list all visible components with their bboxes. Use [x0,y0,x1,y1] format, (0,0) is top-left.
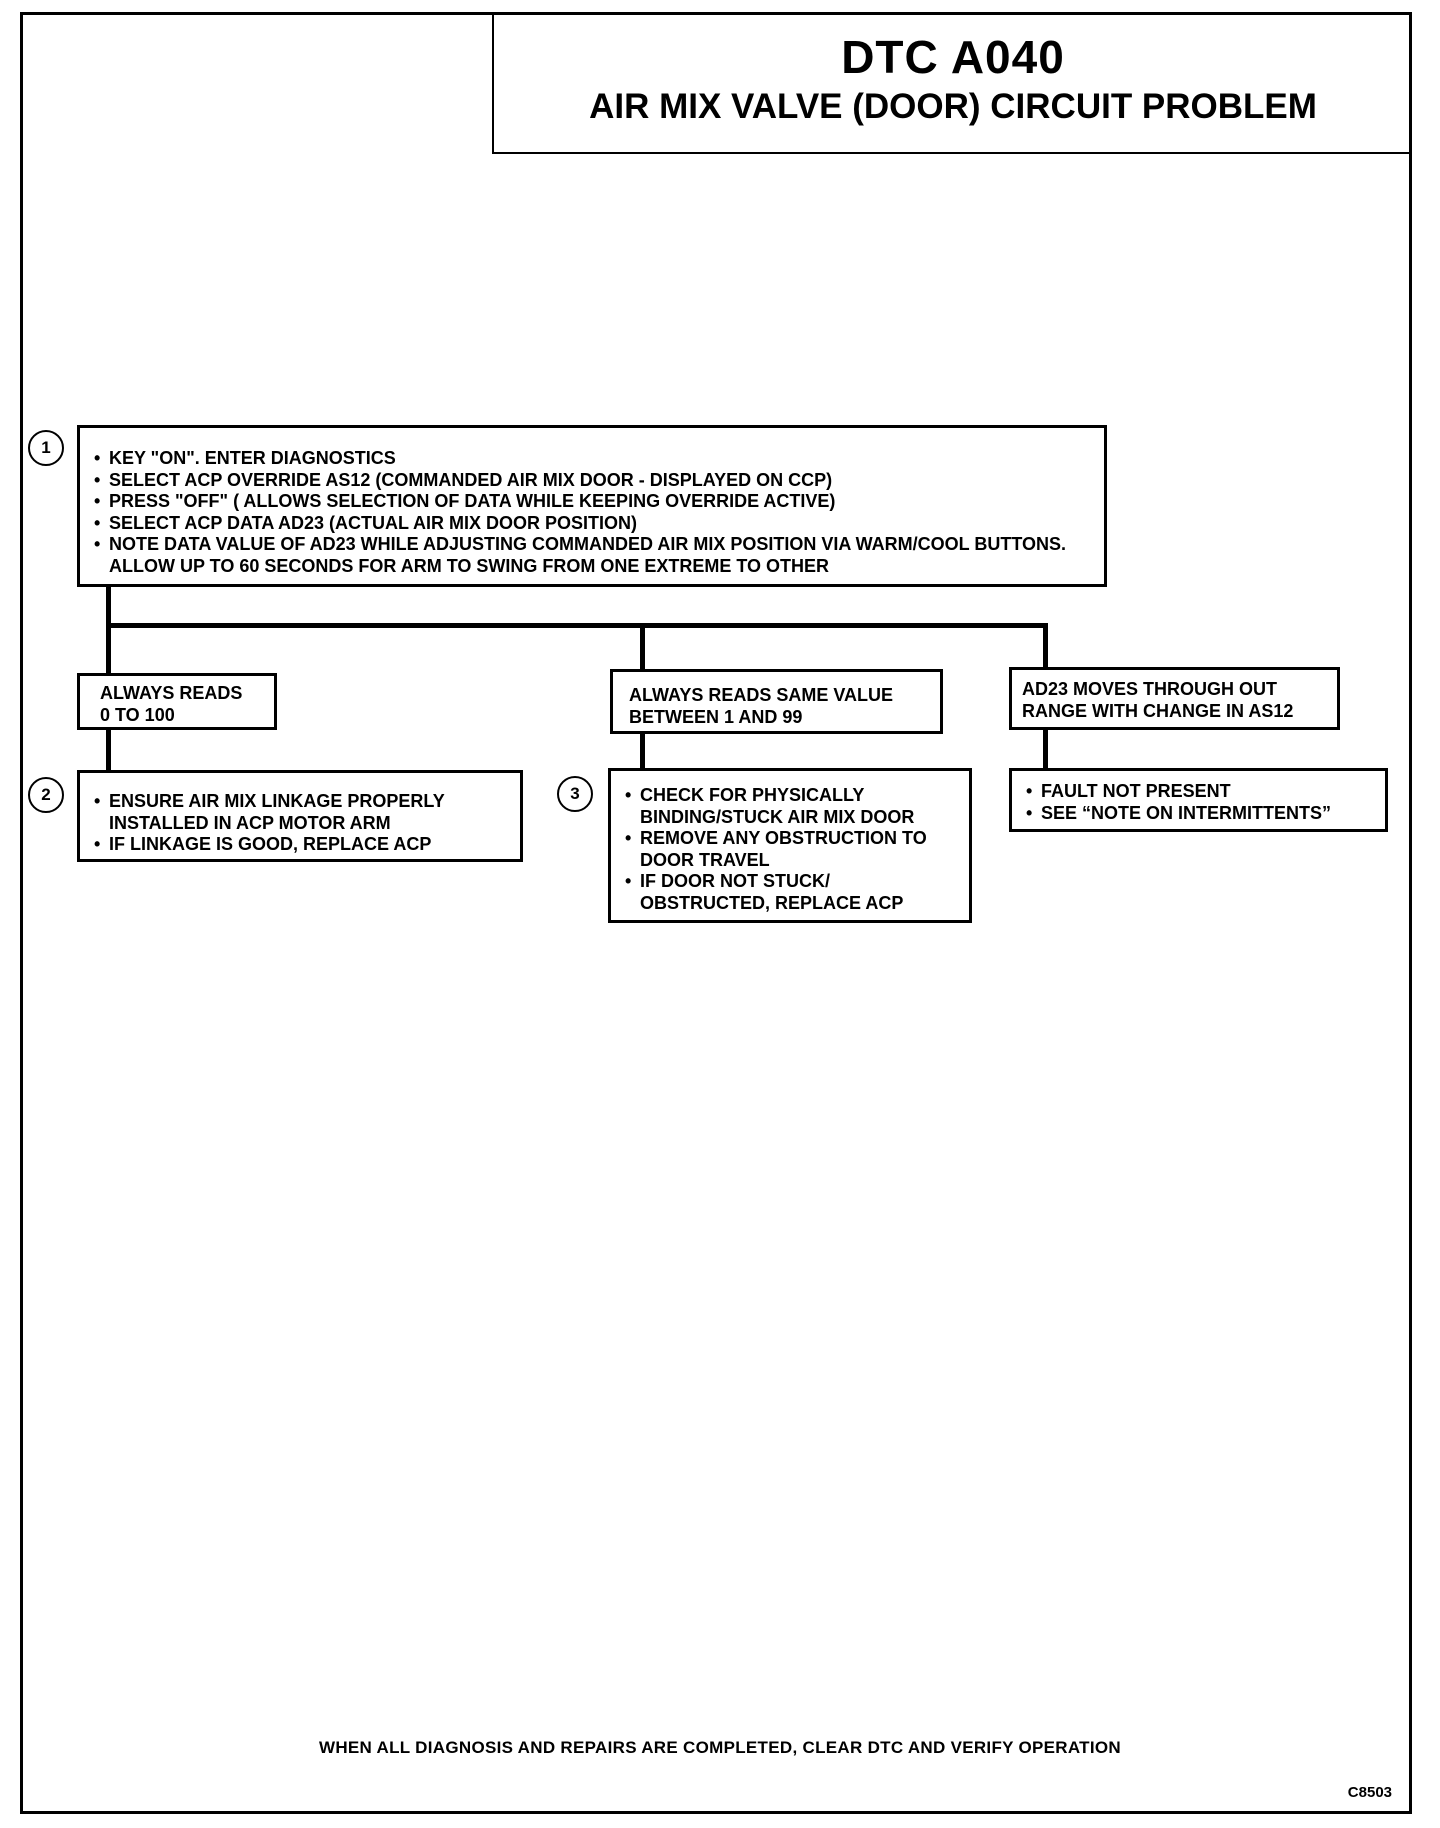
connector-middle-to-step3 [640,732,645,770]
step-1-item: SELECT ACP OVERRIDE AS12 (COMMANDED AIR … [94,470,1090,492]
step-2-item: ENSURE AIR MIX LINKAGE PROPERLY INSTALLE… [94,791,506,834]
connector-step1-down [106,585,111,627]
result-always-reads-0-100: ALWAYS READS 0 TO 100 [77,673,277,730]
step-2-box: ENSURE AIR MIX LINKAGE PROPERLY INSTALLE… [77,770,523,862]
page-frame [20,12,1412,1814]
result-left-line: ALWAYS READS [100,683,243,703]
step-1-item: KEY "ON". ENTER DIAGNOSTICS [94,448,1090,470]
result-right-line: RANGE WITH CHANGE IN AS12 [1022,700,1294,721]
result-middle-line: BETWEEN 1 AND 99 [629,706,803,727]
result-middle-line: ALWAYS READS SAME VALUE [629,685,894,705]
connector-horizontal-bus [106,623,1048,628]
outcome-item: FAULT NOT PRESENT [1026,781,1371,803]
title-block: DTC A040 AIR MIX VALVE (DOOR) CIRCUIT PR… [492,12,1412,154]
step-1-box: KEY "ON". ENTER DIAGNOSTICS SELECT ACP O… [77,425,1107,587]
step-3-item: CHECK FOR PHYSICALLY BINDING/STUCK AIR M… [625,785,955,828]
outcome-item: SEE “NOTE ON INTERMITTENTS” [1026,803,1371,825]
result-same-value: ALWAYS READS SAME VALUE BETWEEN 1 AND 99 [610,669,943,734]
step-3-item: IF DOOR NOT STUCK/ OBSTRUCTED, REPLACE A… [625,871,955,914]
step-1-item: SELECT ACP DATA AD23 (ACTUAL AIR MIX DOO… [94,513,1090,535]
connector-left-drop [106,623,111,675]
step-2-item: IF LINKAGE IS GOOD, REPLACE ACP [94,834,506,856]
dtc-code: DTC A040 [841,31,1065,83]
result-right-line: AD23 MOVES THROUGH OUT [1022,679,1278,699]
footer-instruction: WHEN ALL DIAGNOSIS AND REPAIRS ARE COMPL… [318,1738,1121,1757]
connector-right-drop [1043,623,1048,669]
connector-left-to-step2 [106,728,111,772]
dtc-title: AIR MIX VALVE (DOOR) CIRCUIT PROBLEM [589,87,1317,126]
step-1-item: PRESS "OFF" ( ALLOWS SELECTION OF DATA W… [94,491,1090,513]
step-1-item: NOTE DATA VALUE OF AD23 WHILE ADJUSTING … [94,534,1090,577]
result-left-line: 0 TO 100 [100,704,175,725]
outcome-fault-not-present: FAULT NOT PRESENT SEE “NOTE ON INTERMITT… [1009,768,1388,832]
connector-middle-drop [640,623,645,671]
step-3-box: CHECK FOR PHYSICALLY BINDING/STUCK AIR M… [608,768,972,923]
step-1-marker: 1 [28,430,64,466]
connector-right-to-outcome [1043,728,1048,770]
figure-code: C8503 [1347,1784,1392,1801]
step-3-item: REMOVE ANY OBSTRUCTION TO DOOR TRAVEL [625,828,955,871]
step-2-marker: 2 [28,777,64,813]
result-moves-through-range: AD23 MOVES THROUGH OUT RANGE WITH CHANGE… [1009,667,1340,730]
step-3-marker: 3 [557,776,593,812]
